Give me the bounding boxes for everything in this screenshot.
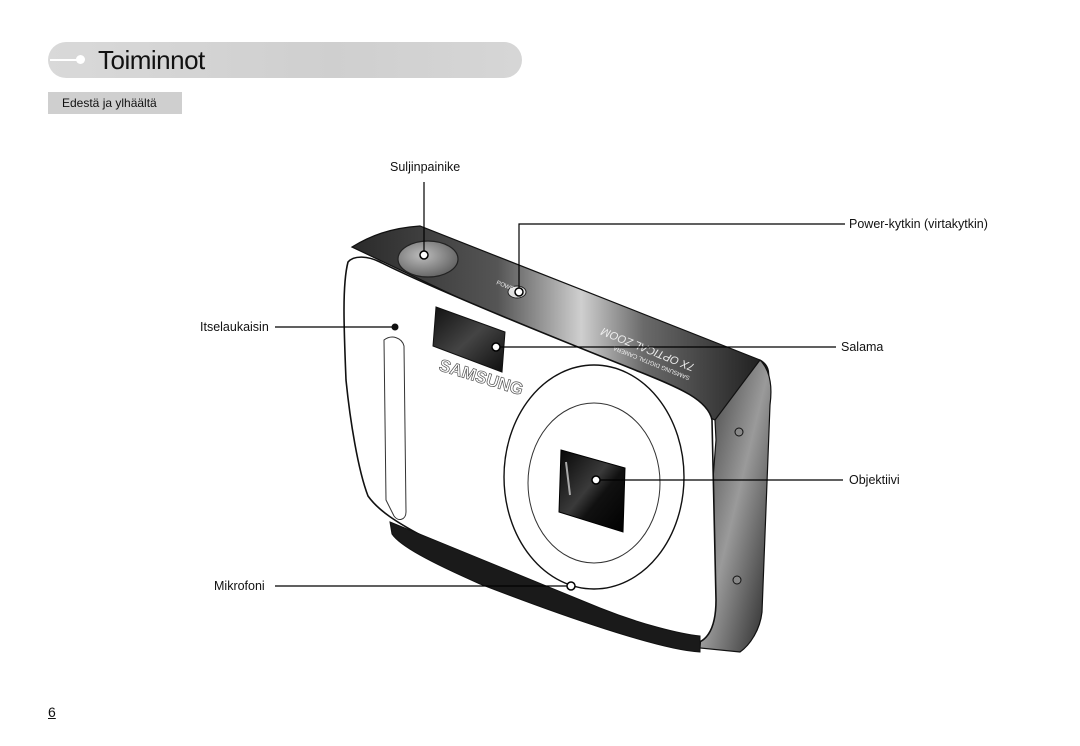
label-self-timer: Itselaukaisin: [200, 320, 269, 334]
side-screw-top: [734, 427, 744, 437]
side-screw-bottom: [732, 575, 742, 585]
label-lens: Objektiivi: [849, 473, 900, 487]
title-bullet-dot: [76, 55, 85, 64]
page-number: 6: [48, 704, 56, 720]
self-timer-lamp: [391, 323, 399, 331]
label-shutter: Suljinpainike: [390, 160, 461, 174]
page-title: Toiminnot: [98, 45, 205, 75]
camera-bottom-strip: [389, 521, 701, 653]
flash-window: [432, 306, 506, 373]
title-bullet-line: [50, 59, 80, 61]
camera-grip: [383, 336, 407, 520]
shutter-button: [397, 240, 459, 278]
label-flash: Salama: [841, 340, 884, 354]
label-power: Power-kytkin (virtakytkin): [849, 217, 988, 231]
callout-power: [518, 223, 845, 290]
section-tab: Edestä ja ylhäältä: [48, 92, 182, 114]
camera-right-side: [699, 359, 772, 653]
title-bar: [48, 42, 522, 78]
lens-window: [558, 449, 626, 533]
label-microphone: Mikrofoni: [214, 579, 265, 593]
